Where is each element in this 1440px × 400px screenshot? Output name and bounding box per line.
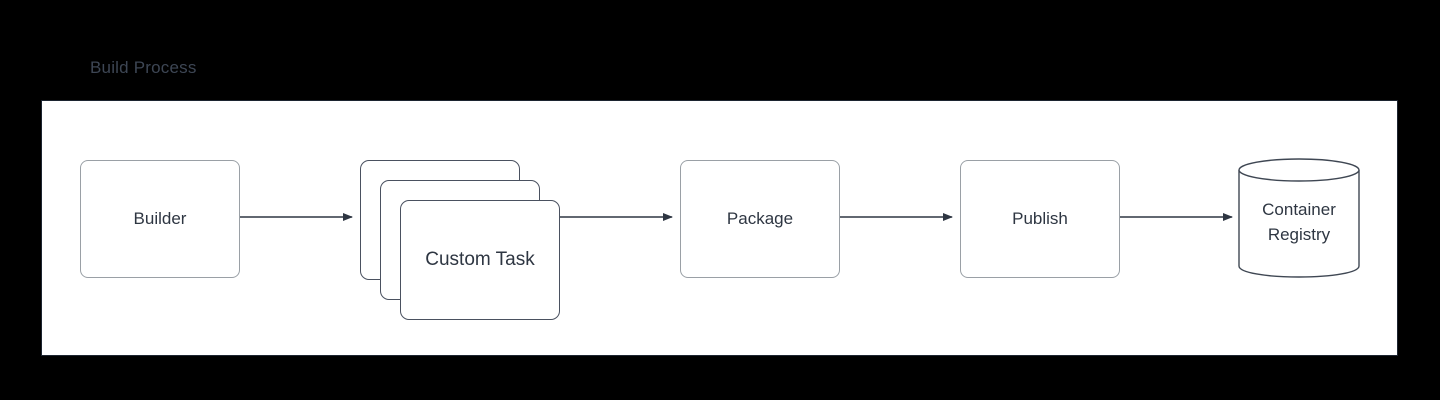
node-publish-label: Publish [1012,209,1068,228]
node-container-registry-label-group: Container Registry [1238,158,1360,278]
node-container-registry[interactable]: Container Registry [1238,158,1360,278]
node-container-registry-label-line2: Registry [1267,225,1331,244]
node-container-registry-label-line1: Container [1262,200,1336,219]
node-builder[interactable]: Builder [80,160,240,278]
cylinder-icon [1238,158,1360,278]
node-publish[interactable]: Publish [960,160,1120,278]
node-package-label: Package [726,209,794,228]
diagram-title: Build Process [90,58,197,77]
node-builder-label: Builder [133,209,187,228]
node-package[interactable]: Package [680,160,840,278]
node-custom-task-label: Custom Task [425,249,535,270]
node-custom-task-card-front[interactable]: Custom Task [400,200,560,320]
